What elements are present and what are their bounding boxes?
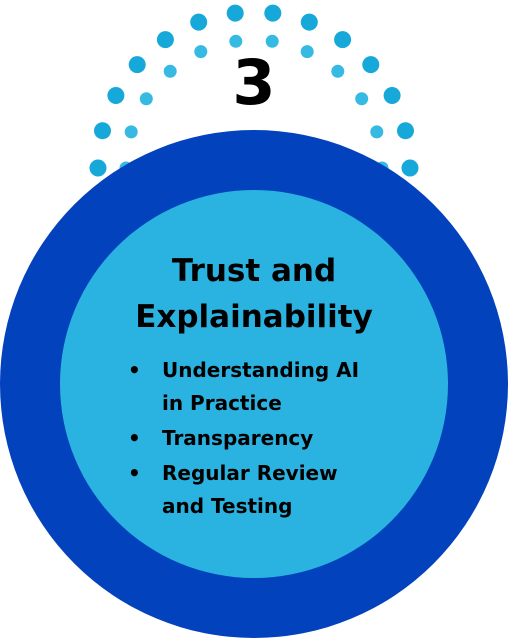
- arc-dot: [370, 125, 384, 139]
- title-line-2: Explainability: [135, 299, 373, 335]
- list-item-line: in Practice: [162, 391, 282, 415]
- bullet-icon: •: [128, 358, 141, 382]
- step-number: 3: [232, 46, 276, 119]
- arc-dot: [194, 45, 208, 59]
- arc-dot: [355, 92, 369, 106]
- arc-dot: [334, 31, 352, 49]
- list-item-line: Regular Review: [162, 461, 338, 485]
- arc-dot: [94, 122, 111, 140]
- list-item: • Transparency: [124, 422, 384, 455]
- arc-dot: [397, 122, 414, 140]
- arc-dot: [264, 4, 282, 22]
- arc-dot: [190, 13, 208, 31]
- bullet-icon: •: [128, 426, 141, 450]
- list-item-line: and Testing: [162, 494, 293, 518]
- list-item: • Regular Review and Testing: [124, 457, 384, 523]
- arc-dot: [229, 34, 243, 48]
- arc-dot: [107, 87, 125, 104]
- list-item-line: Transparency: [162, 426, 314, 450]
- arc-dot: [124, 125, 138, 139]
- arc-dot: [156, 31, 174, 49]
- arc-dot: [331, 64, 345, 78]
- arc-dot: [226, 4, 244, 22]
- arc-dot: [401, 159, 419, 177]
- arc-dot: [362, 56, 380, 74]
- bullet-list: • Understanding AI in Practice • Transpa…: [124, 354, 384, 525]
- arc-dot: [128, 56, 146, 74]
- inner-circle: [60, 190, 448, 578]
- arc-dot: [383, 87, 401, 104]
- arc-dot: [300, 45, 314, 59]
- arc-dot: [163, 64, 177, 78]
- list-item-line: Understanding AI: [162, 358, 360, 382]
- title-line-1: Trust and: [171, 253, 337, 289]
- arc-dot: [139, 92, 153, 106]
- arc-dot: [265, 34, 279, 48]
- list-item: • Understanding AI in Practice: [124, 354, 384, 420]
- arc-dot: [89, 159, 107, 177]
- section-title: Trust and Explainability: [104, 248, 404, 340]
- arc-dot: [300, 13, 318, 31]
- bullet-icon: •: [128, 461, 141, 485]
